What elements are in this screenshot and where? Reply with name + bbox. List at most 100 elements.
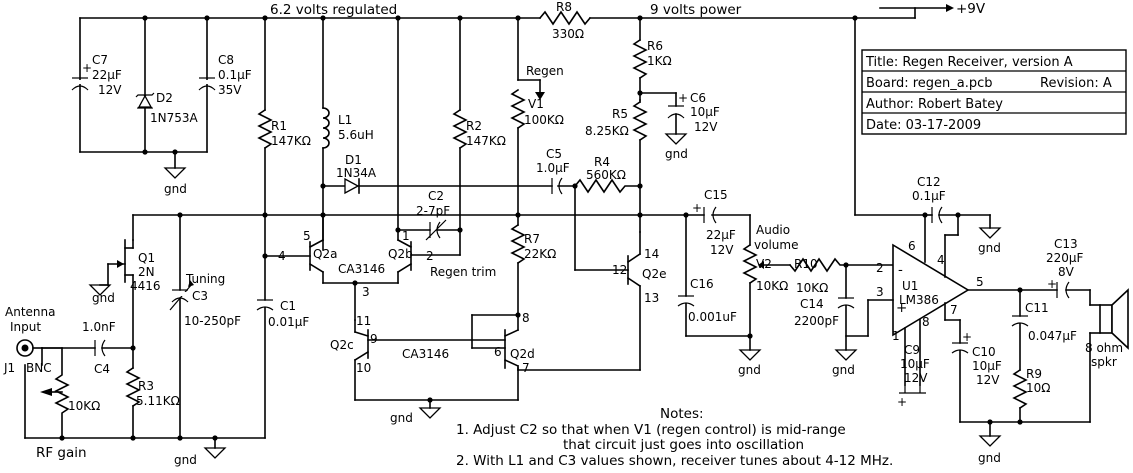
- regulator-section: + C7 22µF 12V D2 1N753A C8 0.1µF 35V gnd: [71, 17, 252, 196]
- speaker-label-2: spkr: [1091, 355, 1117, 369]
- amplifier-u1: - + U1 LM386 2 3 6 4 5 7 8 1: [845, 212, 1058, 386]
- v1-label: Regen: [526, 64, 564, 78]
- r9-value: 10Ω: [1026, 381, 1050, 395]
- u1-part: LM386: [899, 293, 939, 307]
- antenna-label-1: Antenna: [5, 305, 55, 319]
- title-block-revision: Revision: A: [1040, 76, 1112, 91]
- audio-label-1: Audio: [756, 223, 790, 237]
- c7-rating: 12V: [98, 83, 122, 97]
- resistor-r10: R10 10KΩ: [788, 257, 894, 295]
- q1-line2: 2N: [138, 265, 155, 279]
- q2a-label: Q2a: [313, 247, 337, 261]
- q2e-pin14: 14: [644, 247, 659, 261]
- c9-rating: 12V: [904, 371, 928, 385]
- l1-value: 5.6uH: [338, 128, 374, 142]
- c9-plus: +: [897, 395, 907, 409]
- c15-ref: C15: [704, 188, 728, 202]
- r10-ref: R10: [794, 257, 818, 271]
- c13-ref: C13: [1054, 237, 1078, 251]
- c6-value: 10µF: [690, 105, 720, 119]
- v2-ref: V2: [756, 257, 772, 271]
- c16-value: 0.001uF: [688, 310, 737, 324]
- r9-ref: R9: [1026, 367, 1042, 381]
- u1-plus: +: [896, 300, 907, 316]
- c12-value: 0.1µF: [912, 189, 946, 203]
- q2a-pin5: 5: [303, 229, 311, 243]
- u1-ref: U1: [902, 279, 918, 293]
- capacitor-c10: + C10 10µF 12V gnd: [951, 330, 1091, 465]
- notes: Notes: 1. Adjust C2 so that when V1 (reg…: [456, 406, 893, 469]
- r2-ref: R2: [466, 119, 482, 133]
- rf-gain-label: RF gain: [36, 445, 87, 461]
- r6-value: 1KΩ: [647, 54, 672, 68]
- u1-pin5: 5: [976, 275, 984, 289]
- ca3146-top: 4 5 Q2a 3 1 Q2b 2 CA3146 Regen trim: [262, 214, 641, 321]
- resistor-r7: R7 22KΩ: [510, 223, 556, 331]
- regulated-rail-label: 6.2 volts regulated: [270, 2, 397, 18]
- c10-ref: C10: [972, 345, 996, 359]
- r2-value: 147KΩ: [466, 134, 506, 148]
- audio-label-2: volume: [754, 238, 798, 252]
- speaker-label-1: 8 ohm: [1085, 341, 1123, 355]
- q2d-pin6: 6: [494, 345, 502, 359]
- c13-plus: +: [1047, 277, 1057, 291]
- transistor-q2e: 12 14 Q2e 13: [517, 231, 666, 371]
- q2c-pin9: 9: [370, 332, 378, 346]
- v1-ref: V1: [528, 97, 544, 111]
- ca3146-bottom: 11 9 Q2c 10 8 6 Q2d 7 CA3146 gnd: [330, 311, 535, 425]
- c10-plus: +: [962, 330, 972, 344]
- gnd-label-4: gnd: [738, 363, 761, 377]
- r5-ref: R5: [612, 107, 628, 121]
- resistor-r5: R5 8.25KΩ: [585, 99, 648, 233]
- q2a-pin4: 4: [278, 249, 286, 263]
- q2e-pin13: 13: [644, 291, 659, 305]
- c12-ref: C12: [917, 175, 941, 189]
- c15-plus: +: [692, 201, 702, 215]
- q2c-pin10: 10: [356, 361, 371, 375]
- c3-label: Tuning: [185, 272, 225, 286]
- gnd-label-9: gnd: [174, 453, 197, 467]
- c14-ref: C14: [800, 297, 824, 311]
- q2d-pin8: 8: [522, 311, 530, 325]
- title-block-title: Title: Regen Receiver, version A: [865, 55, 1073, 70]
- capacitor-c13: + C13 220µF 8V: [1046, 237, 1101, 306]
- c3-ref: C3: [192, 289, 208, 303]
- u1-pin6: 6: [908, 239, 916, 253]
- q2b-pin2: 2: [426, 249, 434, 263]
- q1-line3: 4416: [130, 279, 161, 293]
- c8-ref: C8: [218, 53, 234, 67]
- front-end: Q1 2N 4416 gnd Tuning C3 10-250pF C1 0.0…: [3, 212, 324, 467]
- speaker: 8 ohm spkr: [1085, 288, 1129, 423]
- supply-label: +9V: [956, 1, 986, 17]
- title-block-board: Board: regen_a.pcb: [866, 76, 993, 91]
- c5-ref: C5: [546, 147, 562, 161]
- gnd-label-3: gnd: [665, 147, 688, 161]
- u1-pin1: 1: [892, 329, 900, 343]
- c7-value: 22µF: [92, 68, 122, 82]
- c10-value: 10µF: [972, 359, 1002, 373]
- c8-rating: 35V: [218, 83, 242, 97]
- gnd-label-7: gnd: [978, 451, 1001, 465]
- r1-ref: R1: [271, 119, 287, 133]
- capacitor-c5: C5 1.0µF: [536, 147, 578, 195]
- c13-rating: 8V: [1058, 265, 1075, 279]
- pin3: 3: [362, 285, 370, 299]
- v2-value: 10KΩ: [756, 279, 788, 293]
- c15-rating: 12V: [710, 243, 734, 257]
- l1-ref: L1: [338, 113, 352, 127]
- resistor-r8: R8 330Ω: [538, 0, 592, 41]
- r6-ref: R6: [647, 39, 663, 53]
- c16-ref: C16: [690, 277, 714, 291]
- r3-value: 5.11KΩ: [136, 394, 180, 408]
- c9-ref: C9: [904, 343, 920, 357]
- j1-type: BNC: [26, 361, 52, 375]
- u1-pin3: 3: [876, 285, 884, 299]
- resistor-r1: R1 147KΩ: [257, 17, 311, 301]
- r4-ref: R4: [594, 155, 610, 169]
- c6-rating: 12V: [694, 120, 718, 134]
- r7-ref: R7: [524, 232, 540, 246]
- ca3146-bottom-part: CA3146: [402, 347, 449, 361]
- resistor-r9: R9 10Ω: [1012, 367, 1050, 423]
- r7-value: 22KΩ: [524, 247, 556, 261]
